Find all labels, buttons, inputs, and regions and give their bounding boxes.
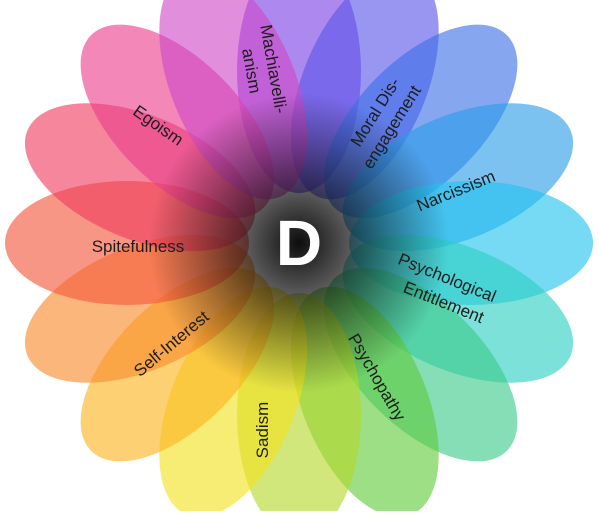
- center-shadow: [149, 93, 449, 393]
- label-sadism-text: Sadism: [253, 402, 272, 459]
- label-spitefulness-text: Spitefulness: [92, 237, 185, 256]
- label-spitefulness: Spitefulness: [92, 237, 185, 256]
- label-sadism: Sadism: [253, 402, 272, 459]
- center-letter: D: [276, 207, 322, 279]
